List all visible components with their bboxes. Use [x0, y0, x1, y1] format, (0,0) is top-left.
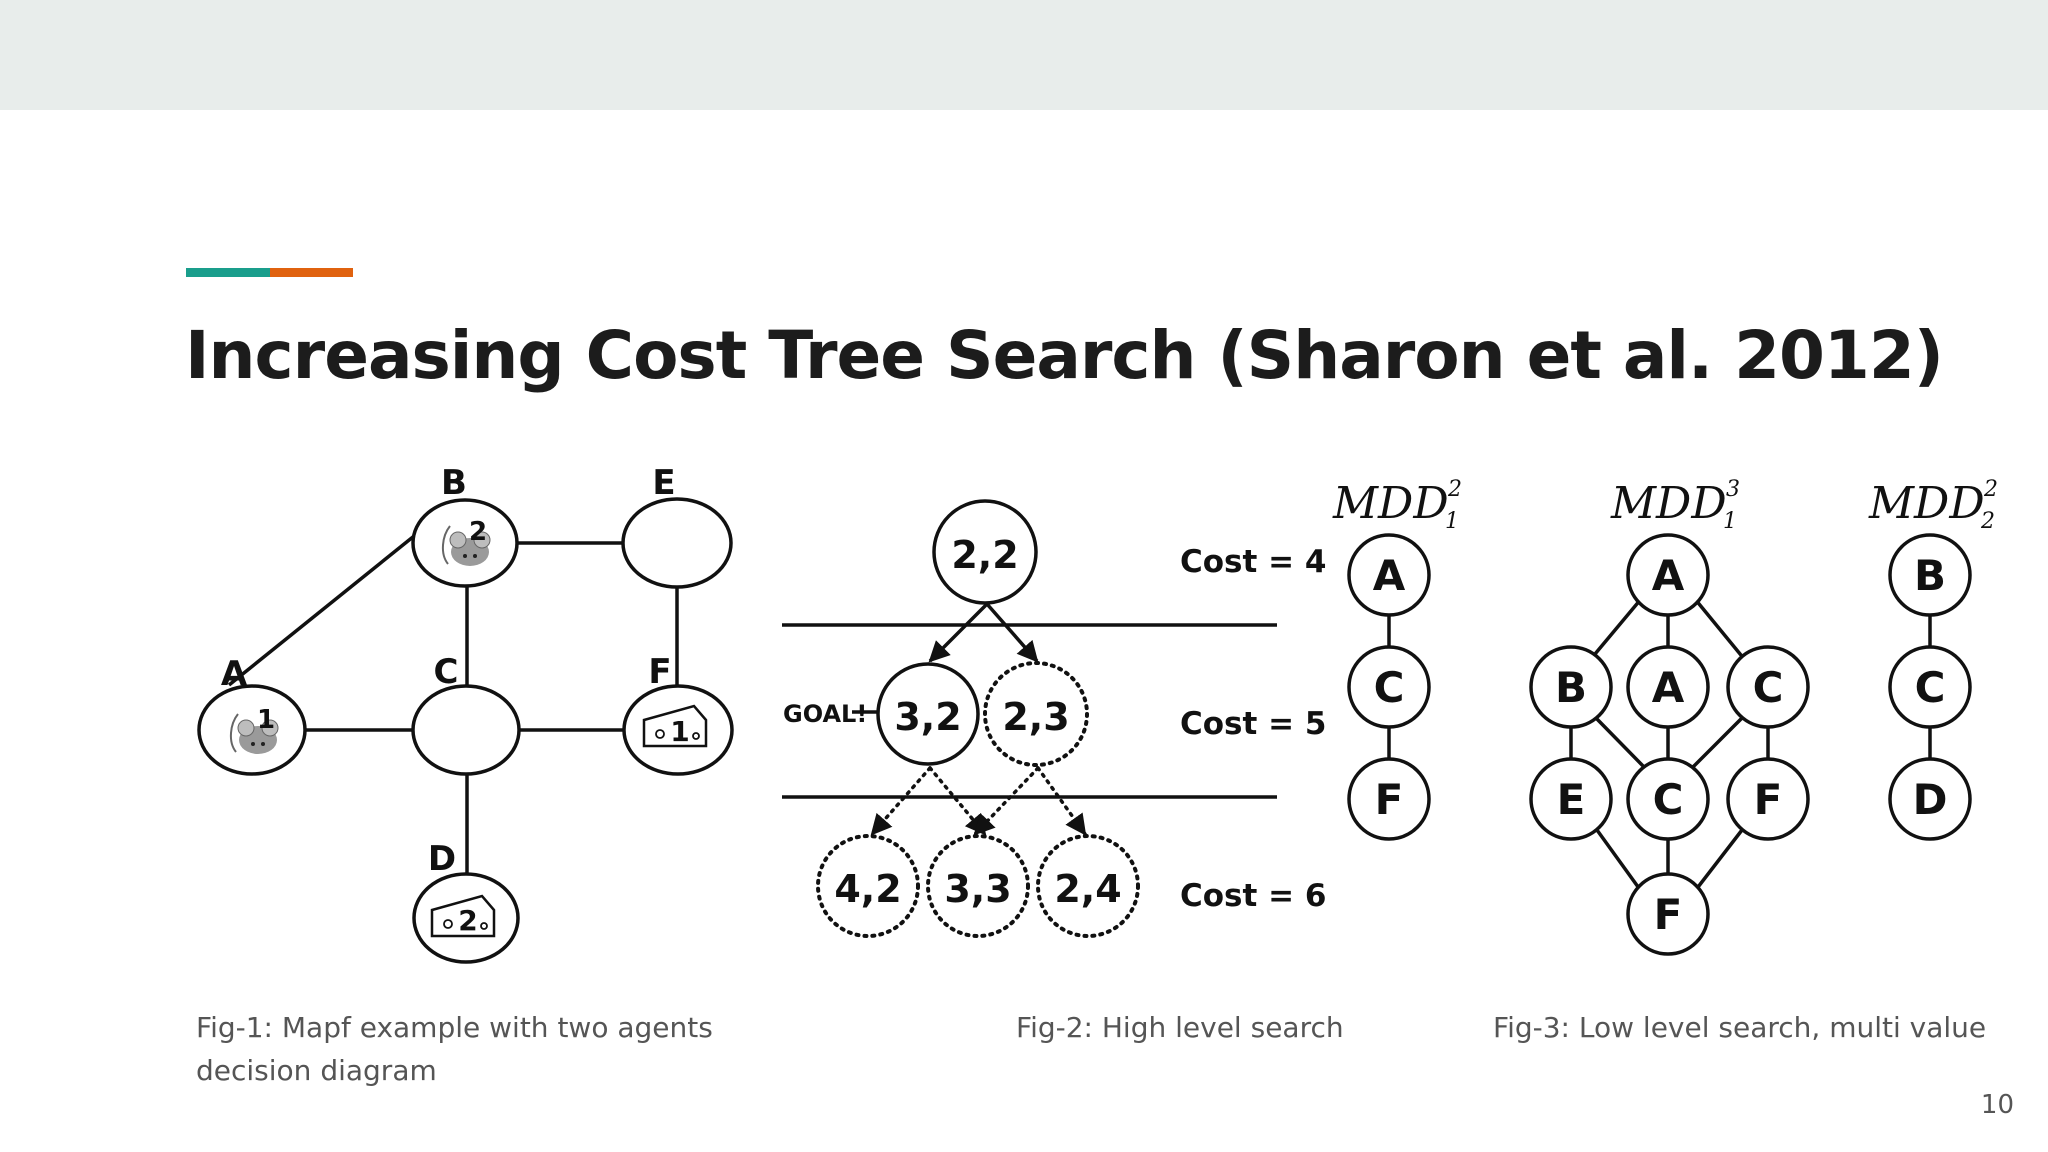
fig1-agent-b: 2: [469, 517, 487, 547]
mdd-node-label: F: [1754, 775, 1783, 824]
mdd-subscript: 1: [1445, 509, 1459, 534]
fig2-goal-label: GOAL!: [783, 700, 867, 728]
fig1-label-e: E: [652, 463, 675, 503]
mdd-node-label: A: [1652, 663, 1685, 712]
mdd-node: [1529, 757, 1613, 841]
mdd-node-label: C: [1653, 775, 1684, 824]
fig1-label-f: F: [648, 652, 671, 692]
mdd-edge: [1595, 828, 1643, 893]
mdd-node: [1888, 757, 1972, 841]
mdd-node-label: F: [1654, 890, 1683, 939]
header-bar: [0, 0, 2048, 110]
mdd-edge: [1693, 828, 1744, 893]
mdd-node: [1626, 645, 1710, 729]
mdd-superscript: 3: [1726, 477, 1740, 502]
mdd-label: MDD: [1332, 478, 1449, 529]
fig3-mdds: MDD 2 1 A C F MDD 3 1: [1332, 477, 1998, 956]
fig1-goal-d: 2: [458, 904, 477, 937]
mdd-node: [1626, 757, 1710, 841]
fig2-node: [1036, 834, 1140, 938]
title-container: Increasing Cost Tree Search (Sharon et a…: [185, 315, 1985, 450]
fig2-edge: [973, 766, 1040, 836]
mdd-node: [1626, 533, 1710, 617]
fig1-node-e: [621, 497, 733, 589]
mdd-node: [1529, 645, 1613, 729]
fig1-label-b: B: [441, 463, 467, 503]
fig2-edge: [928, 602, 989, 663]
mdd-edge: [1594, 716, 1647, 770]
mdd-node-label: E: [1557, 775, 1586, 824]
fig2-node-label: 3,2: [894, 695, 961, 739]
fig1-goal-f: 1: [670, 715, 689, 748]
fig2-node: [816, 834, 920, 938]
mdd-node: [1888, 533, 1972, 617]
fig2-cost-label: Cost = 4: [1180, 544, 1326, 580]
mdd-label: MDD: [1610, 478, 1727, 529]
fig2-node-label: 2,2: [951, 533, 1018, 577]
mdd-1-3: MDD 3 1 A B A C: [1529, 477, 1810, 956]
mdd-1-2: MDD 2 1 A C F: [1332, 477, 1462, 841]
mdd-node-label: D: [1913, 775, 1948, 824]
fig2-edge: [985, 602, 1039, 663]
mdd-superscript: 2: [1983, 477, 1998, 502]
mdd-node: [1726, 757, 1810, 841]
mdd-superscript: 2: [1447, 477, 1462, 502]
fig1-graph: A B C D E F 1 2 2 1: [197, 463, 734, 964]
mdd-node: [1347, 757, 1431, 841]
mdd-node: [1347, 533, 1431, 617]
mdd-node-label: C: [1915, 663, 1946, 712]
mdd-subscript: 1: [1723, 509, 1737, 534]
mdd-node-label: A: [1652, 551, 1685, 600]
mdd-node: [1347, 645, 1431, 729]
mdd-label: MDD: [1868, 478, 1985, 529]
page-number: 10: [1980, 1090, 2014, 1120]
fig1-edge-a-b: [227, 518, 436, 687]
mdd-node-label: C: [1374, 663, 1405, 712]
fig1-node-c: [411, 684, 521, 776]
mdd-node-label: C: [1753, 663, 1784, 712]
caption-fig1: Fig-1: Mapf example with two agents deci…: [196, 1011, 713, 1087]
mdd-node-label: B: [1555, 663, 1587, 712]
fig2-cost-label: Cost = 6: [1180, 878, 1326, 914]
caption-fig2: Fig-2: High level search: [1016, 1011, 1344, 1044]
fig2-node-goal: [876, 662, 980, 766]
mdd-edge: [1588, 597, 1643, 662]
fig2-node: [926, 834, 1030, 938]
fig2-edge: [928, 766, 987, 836]
fig1-label-c: C: [434, 652, 459, 692]
fig1-label-a: A: [221, 654, 248, 694]
mdd-edge: [1693, 597, 1747, 662]
fig2-node-label: 2,4: [1054, 867, 1121, 911]
fig2-node-root: [932, 499, 1038, 605]
fig2-node-label: 3,3: [944, 867, 1011, 911]
fig2-cost-tree: 2,2 3,2 2,3 4,2 3,3 2,4 GOAL! Cost = 4 C…: [782, 499, 1326, 938]
fig2-edge: [870, 766, 932, 836]
fig2-edge: [1036, 766, 1087, 836]
fig2-node: [983, 661, 1089, 767]
fig2-node-label: 2,3: [1002, 695, 1069, 739]
fig2-node-label: 4,2: [834, 867, 901, 911]
mdd-node-label: B: [1914, 551, 1946, 600]
fig2-cost-label: Cost = 5: [1180, 706, 1326, 742]
mdd-node-label: F: [1375, 775, 1404, 824]
mdd-2-2: MDD 2 2 B C D: [1868, 477, 1998, 841]
slide-title: Increasing Cost Tree Search (Sharon et a…: [185, 317, 1944, 394]
caption-fig3: Fig-3: Low level search, multi value: [1493, 1011, 1987, 1044]
mdd-subscript: 2: [1980, 509, 1995, 534]
accent-bar-teal: [186, 268, 270, 277]
fig1-label-d: D: [428, 839, 456, 879]
mdd-node-label: A: [1373, 551, 1406, 600]
mdd-node: [1888, 645, 1972, 729]
mdd-edge: [1690, 716, 1744, 770]
accent-bar-orange: [270, 268, 353, 277]
mdd-node: [1726, 645, 1810, 729]
fig1-agent-a: 1: [257, 705, 275, 735]
mdd-node: [1626, 872, 1710, 956]
